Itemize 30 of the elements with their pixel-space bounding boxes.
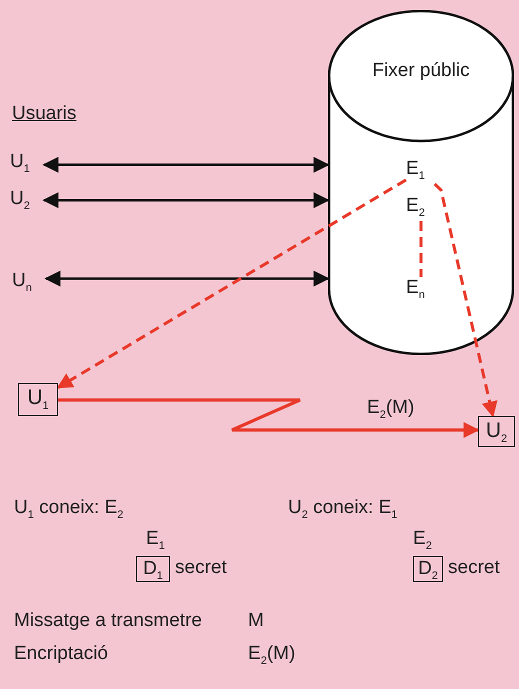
user-label: U$_{2}$	[10, 188, 44, 214]
key-box: D$_{2}$	[413, 556, 443, 582]
zigzag-arrow	[58, 398, 480, 438]
note-text: E$_{2}$(M)	[248, 643, 296, 668]
double-arrow	[44, 270, 330, 287]
double-arrow	[42, 192, 330, 208]
section-heading: Usuaris	[12, 103, 76, 126]
user-label: U$_{n}$	[12, 270, 46, 296]
note-text: U$_{1}$ coneix: E$_{2}$	[14, 497, 124, 522]
dashed-connector-line	[420, 221, 422, 277]
database-cylinder	[328, 10, 514, 355]
note-text: Missatge a transmetre	[14, 610, 202, 633]
dashed-arrow	[56, 178, 407, 389]
secret-note: secret	[448, 557, 500, 580]
note-text: M	[248, 610, 264, 633]
secret-note: secret	[175, 557, 227, 580]
key-label: E$_{n}$	[406, 277, 436, 303]
note-text: Encriptació	[14, 643, 108, 666]
key-label: E$_{2}$	[406, 195, 436, 221]
user-box: U$_{1}$	[18, 383, 58, 416]
user-label: U$_{1}$	[10, 151, 44, 177]
note-text: U$_{2}$ coneix: E$_{1}$	[288, 497, 398, 522]
key-label: E$_{1}$	[406, 158, 436, 184]
key-box: D$_{1}$	[136, 556, 170, 582]
note-text: E$_{1}$	[146, 528, 165, 553]
note-text: E$_{2}$	[413, 528, 432, 553]
double-arrow	[42, 156, 330, 173]
user-box: U$_{2}$	[478, 416, 515, 447]
cylinder-title: Fixer públic	[372, 60, 470, 83]
dashed-arrow	[434, 182, 498, 418]
